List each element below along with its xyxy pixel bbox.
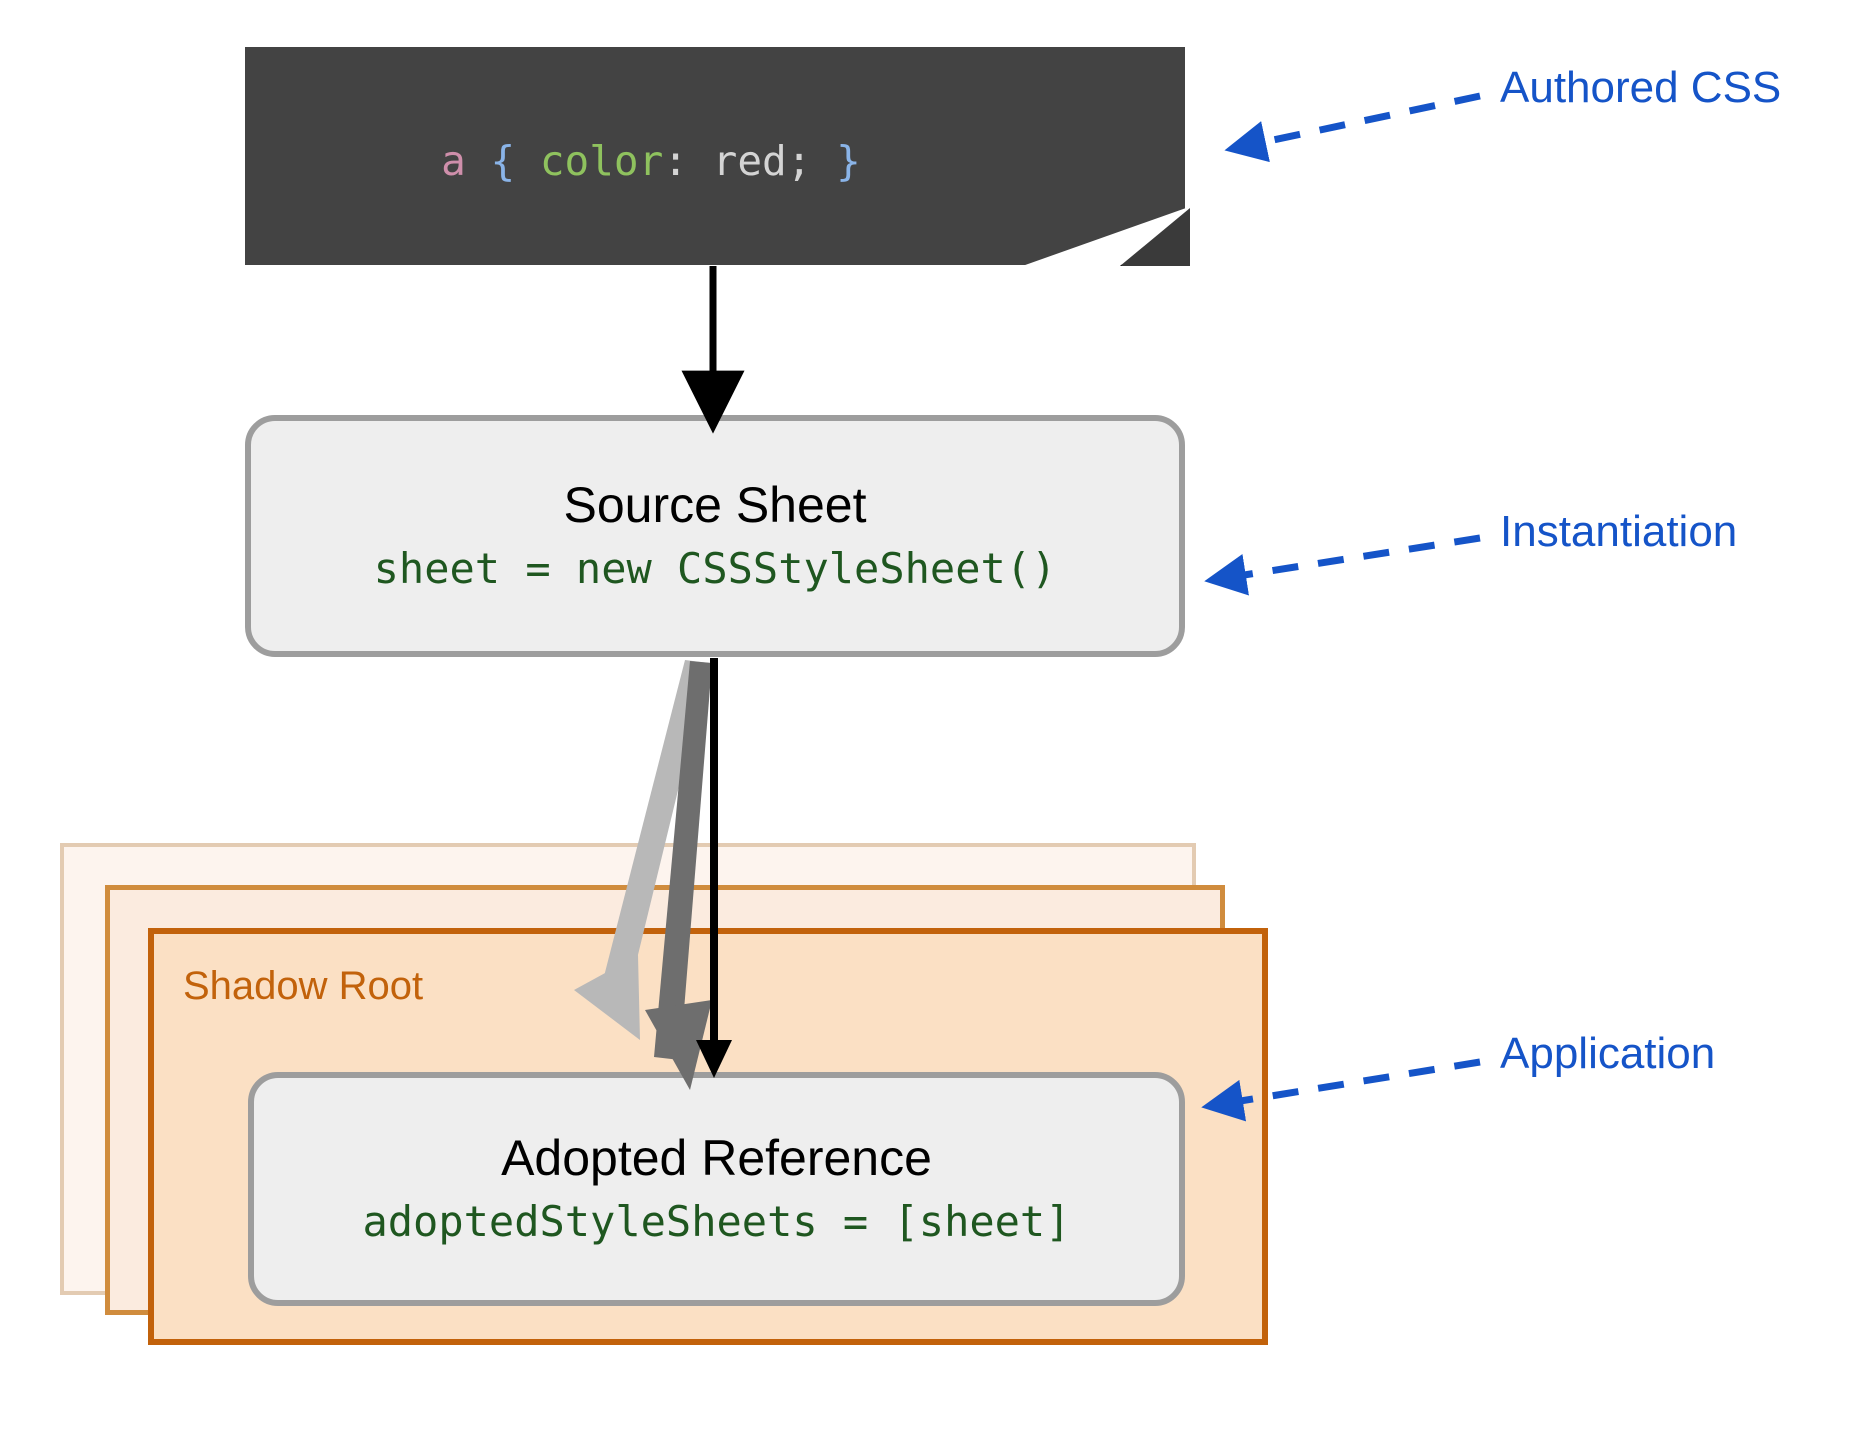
source-sheet-box: Source Sheet sheet = new CSSStyleSheet() [245, 415, 1185, 657]
annotation-label-authored-css: Authored CSS [1500, 63, 1782, 112]
annotation-leader-authored-css [1224, 92, 1481, 163]
code-open-brace: { [465, 293, 540, 341]
code-line-2: p { padding: 10px; } [293, 239, 1185, 341]
code-selector: a [441, 137, 466, 185]
code-open-brace: { [465, 137, 540, 185]
source-sheet-code: sheet = new CSSStyleSheet() [373, 544, 1057, 593]
code-selector: p [441, 293, 466, 341]
annotation-label-instantiation: Instantiation [1500, 507, 1738, 556]
code-line-1: a { color: red; } [293, 83, 1185, 239]
source-sheet-title: Source Sheet [563, 477, 867, 533]
code-close-brace: } [836, 137, 861, 185]
adopted-reference-code: adoptedStyleSheets = [sheet] [362, 1197, 1071, 1246]
code-property: padding [539, 293, 713, 341]
adopted-reference-box: Adopted Reference adoptedStyleSheets = [… [248, 1072, 1185, 1306]
code-value: : 10px; [712, 293, 911, 341]
code-close-brace: } [910, 293, 935, 341]
annotation-label-application: Application [1500, 1029, 1716, 1078]
code-property: color [539, 137, 664, 185]
adopted-reference-title: Adopted Reference [501, 1130, 932, 1186]
annotation-leader-instantiation [1204, 534, 1481, 596]
shadow-root-label: Shadow Root [183, 964, 424, 1008]
authored-css-code-block: a { color: red; } p { padding: 10px; } [245, 47, 1185, 265]
code-value: : red; [663, 137, 837, 185]
